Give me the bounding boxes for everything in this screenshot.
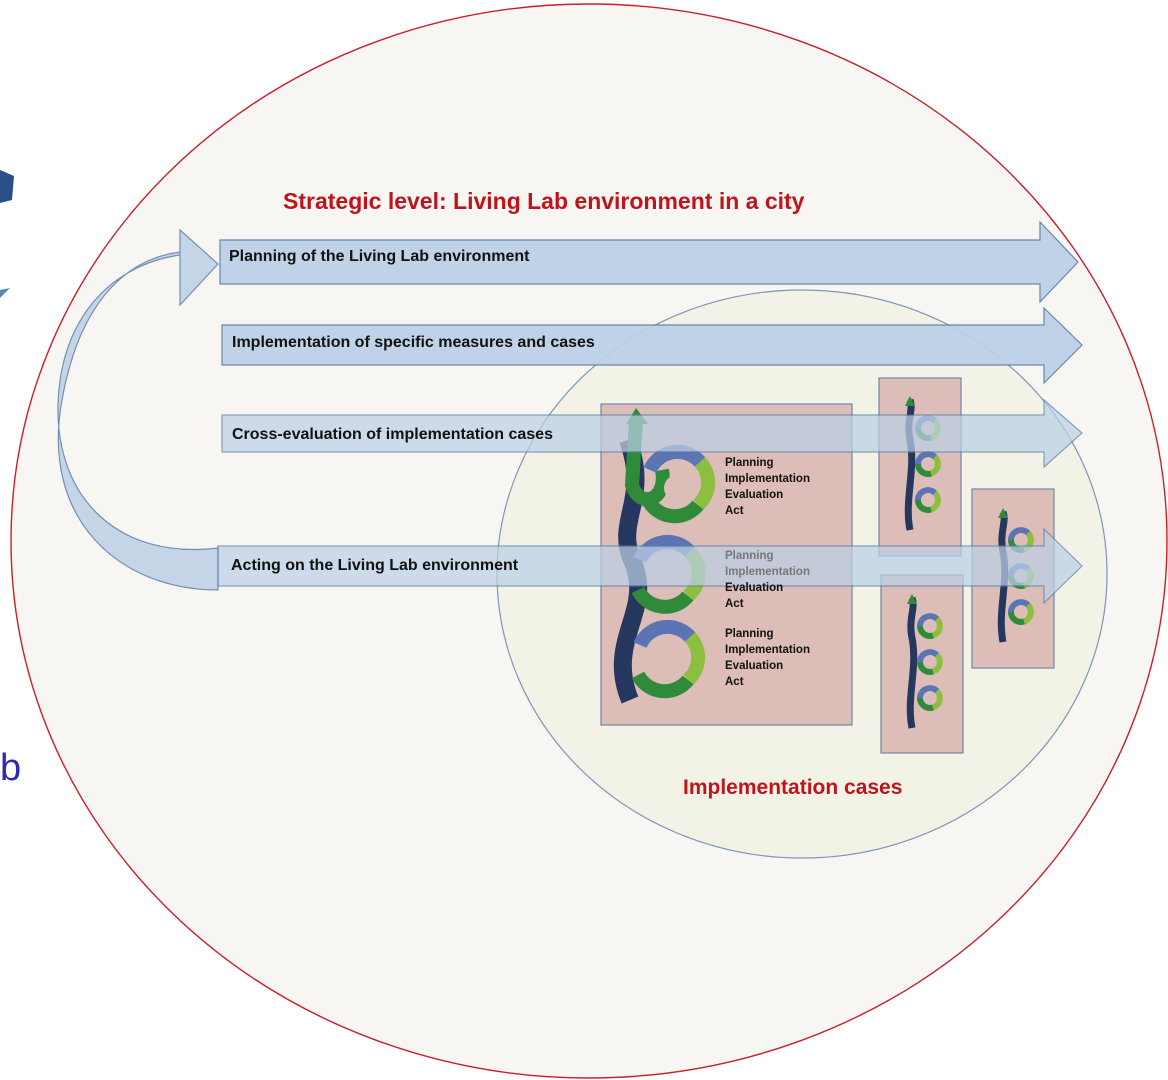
spiral-arrow-tip-icon xyxy=(907,594,917,604)
spiral-arrow-tip-icon xyxy=(905,396,915,406)
arrow-cross-evaluation xyxy=(221,398,1083,469)
cycle-segment-icon xyxy=(917,613,940,627)
arrow-label-acting: Acting on the Living Lab environment xyxy=(231,557,519,574)
cycle-segment-icon xyxy=(915,487,938,501)
cycle-segment-icon xyxy=(917,649,940,663)
case-step: Evaluation xyxy=(725,660,784,672)
implementation-cases-label: Implementation cases xyxy=(683,776,903,799)
arrow-label-implementation: Implementation of specific measures and … xyxy=(232,334,595,351)
cycle-segment-icon xyxy=(915,463,932,477)
left-edge-fragment-icon xyxy=(0,170,14,298)
spiral-arrow-tip-icon xyxy=(998,508,1008,518)
cycle-segment-icon xyxy=(931,652,943,675)
cycle-segment-icon xyxy=(1008,611,1025,625)
cycle-segment-icon xyxy=(917,697,934,711)
cycle-segment-icon xyxy=(915,451,938,465)
cycle-segment-icon xyxy=(915,499,932,513)
arrow-label-cross-evaluation: Cross-evaluation of implementation cases xyxy=(232,426,553,443)
cycle-segment-icon xyxy=(917,661,934,675)
case-steps-3: Planning Implementation Evaluation Act xyxy=(725,626,810,690)
case-step: Act xyxy=(725,676,744,688)
diagram-title: Strategic level: Living Lab environment … xyxy=(283,188,805,214)
cycle-segment-icon xyxy=(1008,599,1031,613)
cycle-segment-icon xyxy=(929,490,941,513)
case-step: Act xyxy=(725,505,744,517)
case-step: Implementation xyxy=(725,644,810,656)
case-steps-1: Planning Implementation Evaluation Act xyxy=(725,455,810,519)
case-steps-2: Planning Implementation Evaluation Act xyxy=(725,548,810,612)
cycle-segment-icon xyxy=(1022,602,1034,625)
cycle-segment-icon xyxy=(917,625,934,639)
case-step: Planning xyxy=(725,628,774,640)
arrow-acting xyxy=(217,527,1083,605)
pdca-spiral-icon-main xyxy=(613,408,716,704)
case-step: Act xyxy=(725,598,744,610)
case-step: Evaluation xyxy=(725,489,784,501)
arrow-label-planning: Planning of the Living Lab environment xyxy=(229,248,530,265)
cycle-segment-icon xyxy=(929,454,941,477)
case-step: Implementation xyxy=(725,566,810,578)
spiral-spine-icon xyxy=(906,596,918,729)
arrow-planning xyxy=(219,220,1079,304)
case-step: Planning xyxy=(725,550,774,562)
cycle-segment-icon xyxy=(917,685,940,699)
case-step: Evaluation xyxy=(725,582,784,594)
arrow-implementation xyxy=(221,306,1083,385)
cycle-segment-icon xyxy=(931,688,943,711)
case-step: Planning xyxy=(725,457,774,469)
cycle-segment-icon xyxy=(931,616,943,639)
case-step: Implementation xyxy=(725,473,810,485)
cycle-segment-icon xyxy=(1008,527,1031,541)
cropped-edge-text: b xyxy=(0,747,22,789)
return-arrow xyxy=(57,228,219,591)
